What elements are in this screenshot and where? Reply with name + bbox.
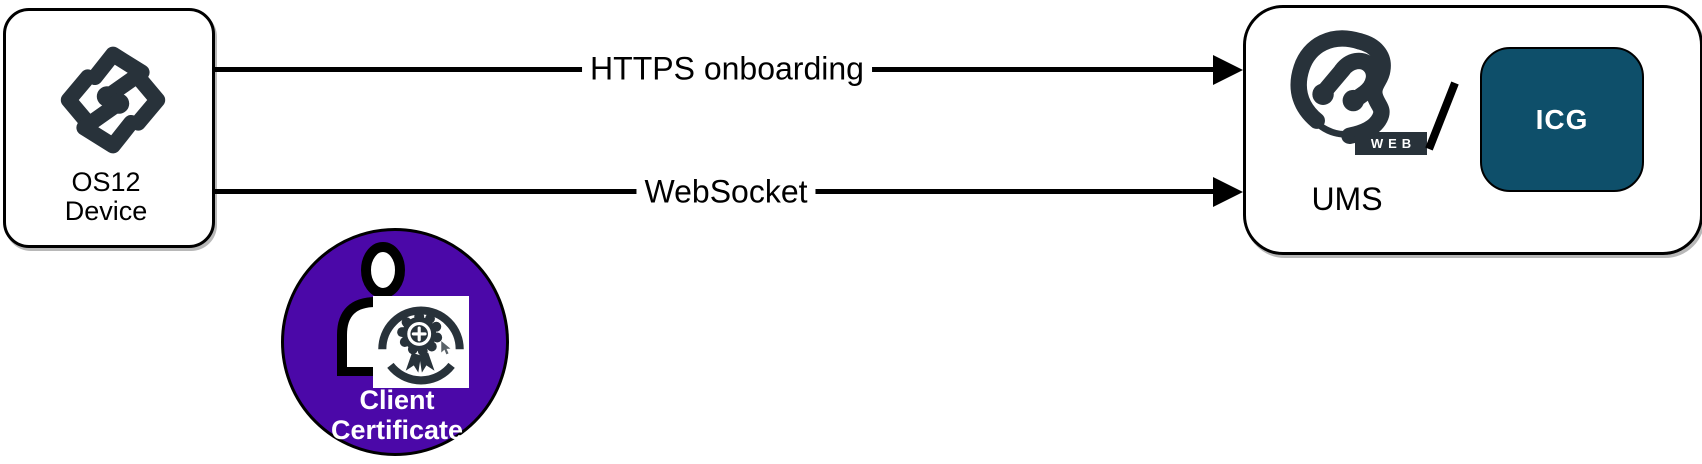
arrow-label-websocket: WebSocket (636, 173, 816, 211)
arrow-label-https-onboarding: HTTPS onboarding (582, 50, 872, 88)
ums-label: UMS (1311, 181, 1383, 217)
os12-label-line2: Device (64, 196, 148, 226)
igel-os12-logo-icon (60, 46, 166, 154)
certificate-seal-icon (378, 306, 464, 385)
arrow-head-icon (1213, 177, 1243, 207)
os12-device-node (3, 8, 215, 248)
web-badge-label: WEB (1370, 136, 1417, 151)
certificate-label-line2: Certificate (330, 415, 464, 445)
icg-label: ICG (1535, 103, 1589, 135)
arrow-head-icon (1213, 55, 1243, 85)
mouse-cursor-icon (441, 341, 451, 355)
certificate-label-line1: Client (359, 385, 435, 415)
os12-label-line1: OS12 (71, 167, 141, 197)
client-certificate-label: Client Certificate (281, 385, 513, 445)
web-badge: WEB (1355, 132, 1427, 155)
os12-device-label: OS12 Device (3, 168, 209, 226)
igel-ums-web-logo-icon (1290, 30, 1391, 145)
separator-slash (1425, 81, 1459, 151)
icg-node: ICG (1480, 47, 1644, 192)
